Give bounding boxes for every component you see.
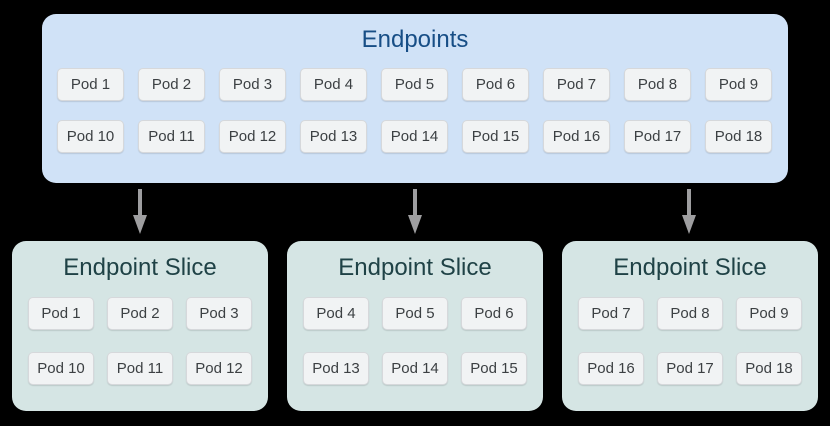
endpoint-slice-title: Endpoint Slice xyxy=(613,254,767,281)
slice-3-pod-grid: Pod 7 Pod 8 Pod 9 Pod 16 Pod 17 Pod 18 xyxy=(578,297,802,385)
slice-2-pod-4: Pod 4 xyxy=(303,297,369,330)
endpoints-pod-7: Pod 7 xyxy=(543,68,610,101)
slice-2-pod-6: Pod 6 xyxy=(461,297,527,330)
endpoints-pod-10: Pod 10 xyxy=(57,120,124,153)
endpoint-slice-title: Endpoint Slice xyxy=(338,254,492,281)
slice-1-pod-3: Pod 3 xyxy=(186,297,252,330)
slice-1-pod-12: Pod 12 xyxy=(186,352,252,385)
slice-3-pod-7: Pod 7 xyxy=(578,297,644,330)
slice-2-pod-13: Pod 13 xyxy=(303,352,369,385)
endpoints-pod-12: Pod 12 xyxy=(219,120,286,153)
slice-2-pod-5: Pod 5 xyxy=(382,297,448,330)
slice-1-pod-2: Pod 2 xyxy=(107,297,173,330)
endpoints-pod-4: Pod 4 xyxy=(300,68,367,101)
slice-1-pod-grid: Pod 1 Pod 2 Pod 3 Pod 10 Pod 11 Pod 12 xyxy=(28,297,252,385)
endpoints-pod-1: Pod 1 xyxy=(57,68,124,101)
endpoints-pod-2: Pod 2 xyxy=(138,68,205,101)
down-arrow-icon xyxy=(682,189,696,234)
slice-3-pod-17: Pod 17 xyxy=(657,352,723,385)
endpoints-pod-15: Pod 15 xyxy=(462,120,529,153)
endpoints-pod-18: Pod 18 xyxy=(705,120,772,153)
slice-2-pod-grid: Pod 4 Pod 5 Pod 6 Pod 13 Pod 14 Pod 15 xyxy=(303,297,527,385)
endpoints-pod-13: Pod 13 xyxy=(300,120,367,153)
slice-1-pod-1: Pod 1 xyxy=(28,297,94,330)
endpoints-pod-6: Pod 6 xyxy=(462,68,529,101)
endpoints-pod-14: Pod 14 xyxy=(381,120,448,153)
slice-2-pod-15: Pod 15 xyxy=(461,352,527,385)
endpoint-slice-box-1: Endpoint Slice Pod 1 Pod 2 Pod 3 Pod 10 … xyxy=(12,241,268,411)
slice-3-pod-16: Pod 16 xyxy=(578,352,644,385)
endpoints-pod-8: Pod 8 xyxy=(624,68,691,101)
slice-2-pod-14: Pod 14 xyxy=(382,352,448,385)
endpoints-pod-17: Pod 17 xyxy=(624,120,691,153)
endpoints-pod-5: Pod 5 xyxy=(381,68,448,101)
endpoints-box: Endpoints Pod 1 Pod 2 Pod 3 Pod 4 Pod 5 … xyxy=(42,14,788,183)
slice-1-pod-10: Pod 10 xyxy=(28,352,94,385)
slice-1-pod-11: Pod 11 xyxy=(107,352,173,385)
down-arrow-icon xyxy=(133,189,147,234)
endpoints-pod-grid: Pod 1 Pod 2 Pod 3 Pod 4 Pod 5 Pod 6 Pod … xyxy=(57,68,773,153)
endpoint-slice-title: Endpoint Slice xyxy=(63,254,217,281)
endpoints-pod-16: Pod 16 xyxy=(543,120,610,153)
endpoints-pod-3: Pod 3 xyxy=(219,68,286,101)
down-arrow-icon xyxy=(408,189,422,234)
endpoints-pod-11: Pod 11 xyxy=(138,120,205,153)
slice-3-pod-9: Pod 9 xyxy=(736,297,802,330)
slice-3-pod-18: Pod 18 xyxy=(736,352,802,385)
slice-3-pod-8: Pod 8 xyxy=(657,297,723,330)
endpoint-slice-box-2: Endpoint Slice Pod 4 Pod 5 Pod 6 Pod 13 … xyxy=(287,241,543,411)
endpoints-title: Endpoints xyxy=(361,26,469,53)
endpoint-slice-box-3: Endpoint Slice Pod 7 Pod 8 Pod 9 Pod 16 … xyxy=(562,241,818,411)
endpoints-pod-9: Pod 9 xyxy=(705,68,772,101)
